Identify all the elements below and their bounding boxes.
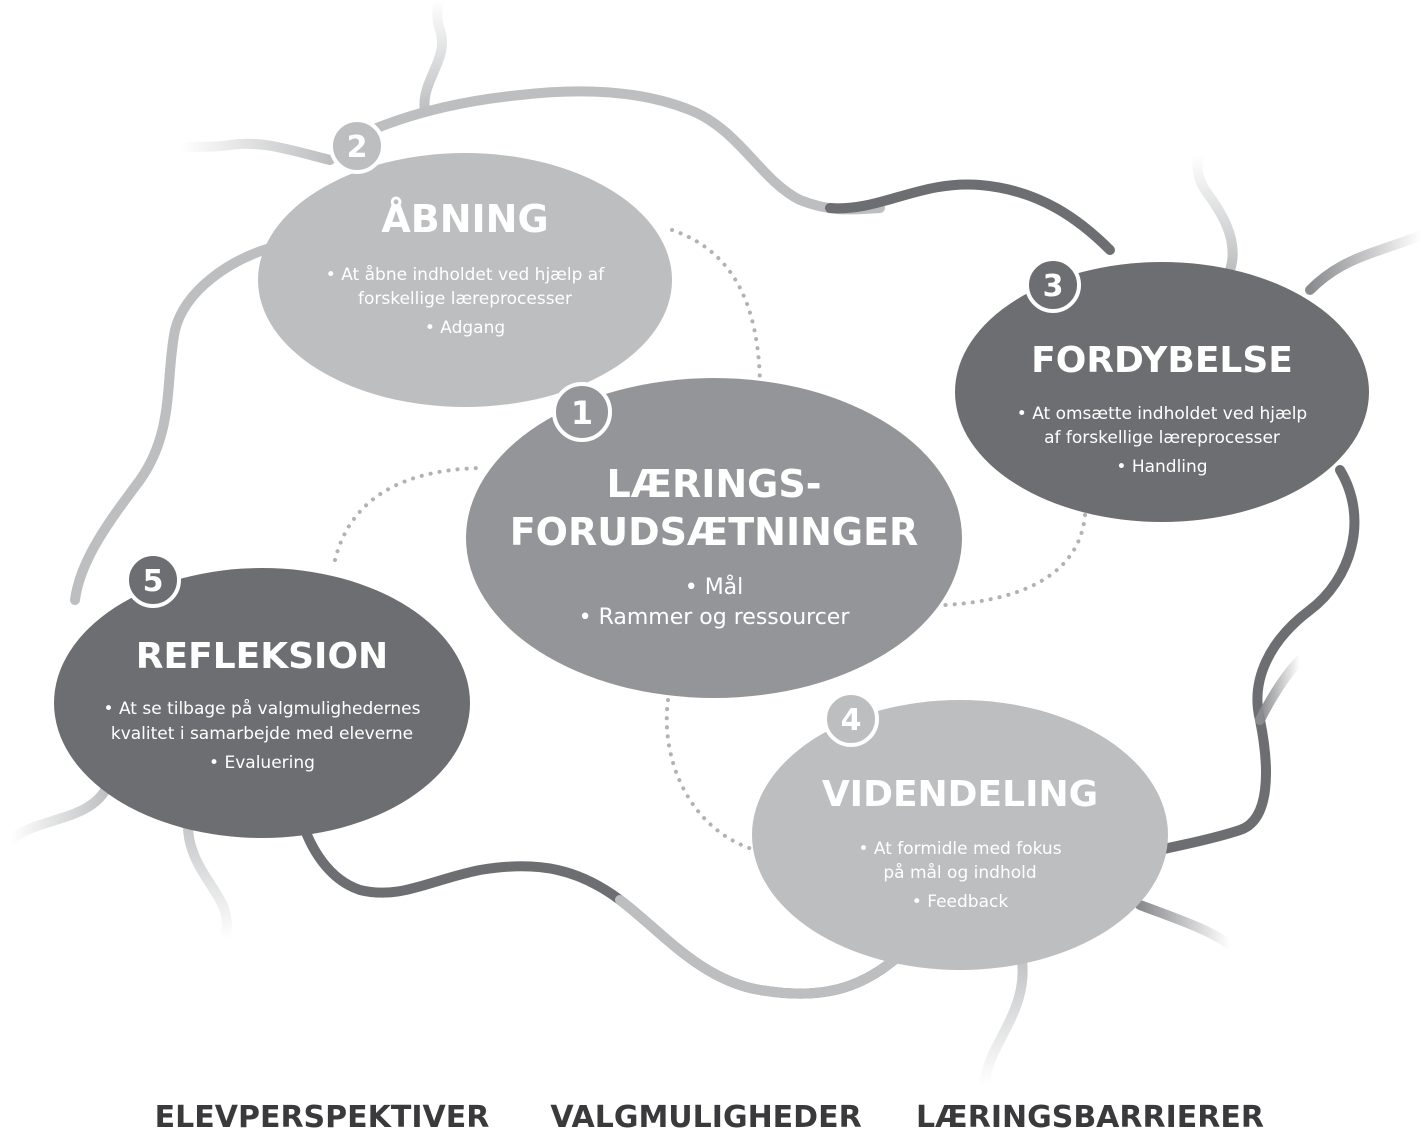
node-aabning-bullet2: • Adgang xyxy=(425,318,505,338)
node-videndeling-bullet1-line1: • At formidle med fokus xyxy=(858,839,1061,859)
node-aabning: 2 ÅBNING • At åbne indholdet ved hjælp a… xyxy=(258,118,672,407)
thread-top xyxy=(367,86,885,215)
node-aabning-bullet1-line2: forskellige læreprocesser xyxy=(358,289,572,309)
outer-threads xyxy=(5,0,1421,1090)
node-refleksion-number: 5 xyxy=(143,564,164,599)
node-aabning-bullet1-line1: • At åbne indholdet ved hjælp af xyxy=(326,264,605,285)
node-laering-bullet2: • Rammer og ressourcer xyxy=(579,605,851,630)
thread-top-dark xyxy=(825,179,1115,255)
node-videndeling-title: VIDENDELING xyxy=(822,774,1098,815)
node-fordybelse-title: FORDYBELSE xyxy=(1031,340,1293,381)
node-videndeling-bullet1-line2: på mål og indhold xyxy=(883,862,1036,883)
node-videndeling-shape xyxy=(752,700,1168,970)
node-refleksion-shape xyxy=(54,568,470,838)
node-refleksion: 5 REFLEKSION • At se tilbage på valgmuli… xyxy=(54,552,470,838)
thread-right xyxy=(1155,465,1360,855)
node-laering-number: 1 xyxy=(571,394,593,432)
node-videndeling-number: 4 xyxy=(841,703,862,738)
node-videndeling-badge xyxy=(823,691,879,747)
node-fordybelse-bullet1-line1: • At omsætte indholdet ved hjælp xyxy=(1017,404,1307,424)
node-fordybelse-badge xyxy=(1025,257,1081,313)
node-aabning-number: 2 xyxy=(347,130,368,165)
node-refleksion-badge xyxy=(125,552,181,608)
dots-aabning-laering xyxy=(670,228,762,392)
node-aabning-shape xyxy=(258,153,672,407)
node-fordybelse-bullet2: • Handling xyxy=(1116,457,1207,477)
node-laering-title-line2: FORUDSÆTNINGER xyxy=(510,510,919,554)
thread-bottom-left xyxy=(183,805,232,945)
thread-bottom-left2 xyxy=(5,775,115,845)
node-fordybelse-bullet1-line2: af forskellige læreprocesser xyxy=(1044,428,1280,448)
footer-labels: ELEVPERSPEKTIVER VALGMULIGHEDER LÆRINGSB… xyxy=(155,1100,1264,1131)
dotted-connections xyxy=(333,228,1087,852)
footer-label-elevperspektiver: ELEVPERSPEKTIVER xyxy=(155,1100,490,1131)
node-aabning-title: ÅBNING xyxy=(381,197,548,241)
thread-bottom-right xyxy=(1135,900,1235,950)
node-laering-title-line1: LÆRINGS- xyxy=(607,462,822,506)
dots-fordybelse-laering xyxy=(943,513,1087,607)
thread-left xyxy=(70,243,275,605)
node-aabning-badge xyxy=(329,118,385,174)
node-videndeling: 4 VIDENDELING • At formidle med fokus på… xyxy=(752,691,1168,970)
thread-right-fade xyxy=(1255,655,1305,725)
thread-right-up xyxy=(1192,150,1238,275)
node-laering-bullet1: • Mål xyxy=(685,574,744,600)
thread-bottom-light xyxy=(615,895,905,999)
node-videndeling-bullet2: • Feedback xyxy=(912,892,1009,912)
node-refleksion-title: REFLEKSION xyxy=(136,636,388,677)
node-fordybelse-number: 3 xyxy=(1043,269,1064,304)
thread-top-left xyxy=(175,138,335,165)
node-laering-badge xyxy=(552,382,612,442)
thread-top-up xyxy=(419,0,447,117)
thread-bottom-right-down xyxy=(980,945,1028,1090)
dots-refleksion-laering xyxy=(333,466,482,562)
footer-label-valgmuligheder: VALGMULIGHEDER xyxy=(550,1100,861,1131)
node-laering: 1 LÆRINGS- FORUDSÆTNINGER • Mål • Rammer… xyxy=(466,378,962,698)
node-fordybelse-shape xyxy=(955,262,1369,522)
footer-label-laeringsbarrierer: LÆRINGSBARRIERER xyxy=(916,1100,1264,1131)
node-laering-shape xyxy=(466,378,962,698)
node-refleksion-bullet1-line2: kvalitet i samarbejde med eleverne xyxy=(111,724,413,744)
node-fordybelse: 3 FORDYBELSE • At omsætte indholdet ved … xyxy=(955,257,1369,522)
node-refleksion-bullet2: • Evaluering xyxy=(209,753,315,773)
thread-right-top xyxy=(1305,230,1421,295)
dots-laering-videndeling xyxy=(664,698,757,852)
node-refleksion-bullet1-line1: • At se tilbage på valgmulighedernes xyxy=(104,698,421,719)
